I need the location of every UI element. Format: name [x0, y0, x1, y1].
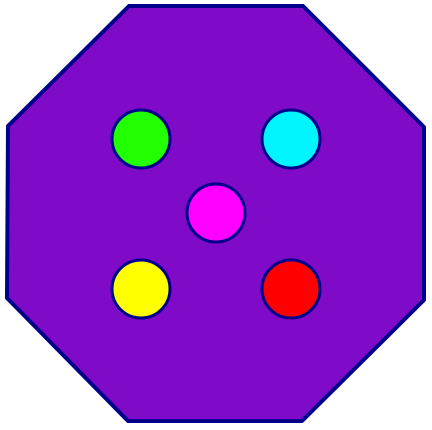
- peg-yellow[interactable]: [110, 258, 172, 320]
- peg-group: [110, 108, 322, 320]
- peg-cyan[interactable]: [260, 108, 322, 170]
- peg-magenta[interactable]: [185, 182, 247, 244]
- peg-green[interactable]: [110, 108, 172, 170]
- peg-red[interactable]: [260, 258, 322, 320]
